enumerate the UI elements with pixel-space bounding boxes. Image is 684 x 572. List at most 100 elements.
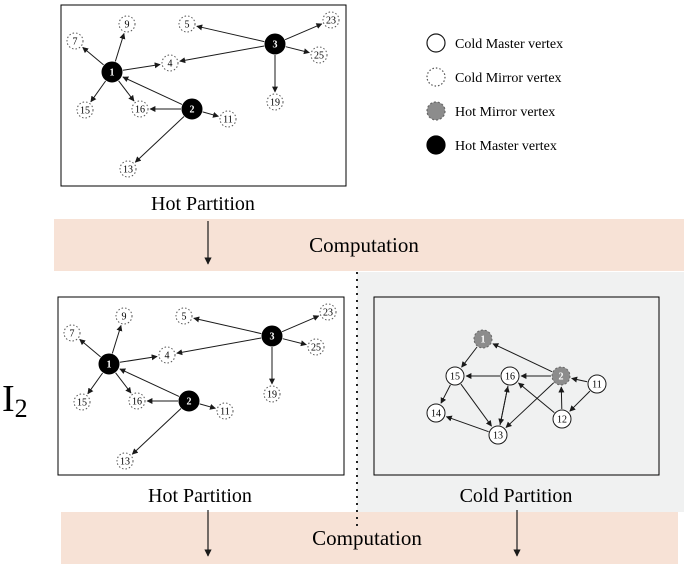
vertex-13: 13 bbox=[116, 452, 134, 470]
edge-3-to-25 bbox=[285, 46, 310, 55]
vertex-label: 2 bbox=[187, 397, 192, 408]
vertex-9: 9 bbox=[118, 15, 136, 33]
vertex-7: 7 bbox=[63, 324, 81, 342]
vertex-label: 25 bbox=[314, 51, 324, 62]
vertex-23: 23 bbox=[322, 11, 340, 29]
hot-mirror-circle bbox=[551, 366, 571, 386]
vertex-14: 14 bbox=[426, 403, 446, 423]
vertex-label: 1 bbox=[110, 68, 115, 79]
cold-mirror-circle bbox=[116, 452, 134, 470]
vertex-16: 16 bbox=[131, 100, 149, 118]
vertex-16: 16 bbox=[128, 392, 146, 410]
vertex-16: 16 bbox=[500, 366, 520, 386]
edge-3-to-5 bbox=[193, 316, 262, 335]
edge-3-to-5 bbox=[196, 24, 265, 43]
edge-1-to-7 bbox=[79, 339, 101, 358]
edge-1-to-15 bbox=[90, 80, 107, 103]
edge-2-to-13 bbox=[134, 116, 185, 163]
vertex-2: 2 bbox=[181, 98, 203, 120]
legend-item-cold-mirror: Cold Mirror vertex bbox=[426, 67, 562, 87]
edge-2-to-1 bbox=[492, 343, 553, 373]
cold-mirror-circle bbox=[266, 93, 284, 111]
edge-1-to-9 bbox=[111, 324, 123, 354]
vertex-label: 2 bbox=[190, 105, 195, 116]
legend-item-hot-master: Hot Master vertex bbox=[426, 135, 557, 155]
vertex-label: 5 bbox=[185, 20, 190, 31]
vertex-label: 14 bbox=[431, 409, 441, 420]
cold-mirror-circle bbox=[322, 11, 340, 29]
iteration-letter: I bbox=[2, 378, 15, 420]
computation-1-label: Computation bbox=[309, 233, 419, 257]
edge-13-to-14 bbox=[445, 415, 489, 433]
cold-mirror-circle bbox=[161, 54, 179, 72]
vertex-1: 1 bbox=[98, 353, 120, 375]
edge-12-to-16 bbox=[518, 382, 555, 413]
vertex-label: 13 bbox=[120, 457, 130, 468]
vertex-25: 25 bbox=[310, 46, 328, 64]
edge-3-to-4 bbox=[176, 337, 262, 356]
cold-mirror-circle bbox=[131, 100, 149, 118]
vertex-4: 4 bbox=[158, 346, 176, 364]
legend-cold-mirror-label: Cold Mirror vertex bbox=[455, 71, 562, 86]
cold-mirror-circle bbox=[63, 324, 81, 342]
edge-group bbox=[440, 343, 591, 433]
cold-mirror-circle bbox=[319, 303, 337, 321]
cold-mirror-circle bbox=[158, 346, 176, 364]
edge-1-to-4 bbox=[119, 354, 158, 363]
vertex-label: 7 bbox=[73, 37, 78, 48]
vertex-12: 12 bbox=[552, 409, 572, 429]
hot-master-circle bbox=[178, 390, 200, 412]
edge-2-to-1 bbox=[122, 76, 183, 105]
hot-master-circle bbox=[181, 98, 203, 120]
vertex-label: 11 bbox=[592, 380, 602, 391]
legend-item-hot-mirror: Hot Mirror vertex bbox=[426, 101, 555, 121]
vertex-label: 13 bbox=[123, 165, 133, 176]
hot-mirror-circle bbox=[473, 329, 493, 349]
vertex-5: 5 bbox=[175, 307, 193, 325]
edge-12-to-2 bbox=[558, 386, 565, 410]
top-hot-partition-caption: Hot Partition bbox=[151, 193, 255, 215]
vertex-label: 4 bbox=[165, 351, 170, 362]
legend-cold-master-label: Cold Master vertex bbox=[455, 37, 563, 52]
vertex-label: 5 bbox=[182, 312, 187, 323]
vertex-label: 3 bbox=[270, 332, 275, 343]
vertex-15: 15 bbox=[445, 366, 465, 386]
vertex-13: 13 bbox=[488, 425, 508, 445]
vertex-15: 15 bbox=[73, 393, 91, 411]
edge-13-to-16 bbox=[499, 386, 510, 426]
vertex-label: 23 bbox=[326, 16, 336, 27]
vertex-label: 16 bbox=[505, 372, 515, 383]
vertex-label: 9 bbox=[125, 20, 130, 31]
vertex-label: 15 bbox=[77, 398, 87, 409]
vertex-label: 3 bbox=[273, 40, 278, 51]
cold-master-circle bbox=[587, 374, 607, 394]
cold-mirror-circle bbox=[76, 101, 94, 119]
vertex-3: 3 bbox=[264, 33, 286, 55]
vertex-label: 13 bbox=[493, 431, 503, 442]
edge-11-to-2 bbox=[571, 376, 588, 383]
vertex-label: 11 bbox=[223, 115, 233, 126]
edge-1-to-15 bbox=[87, 372, 104, 395]
legend-cold-mirror-swatch bbox=[426, 67, 446, 87]
vertex-label: 25 bbox=[311, 343, 321, 354]
vertex-5: 5 bbox=[178, 15, 196, 33]
vertex-label: 2 bbox=[559, 372, 564, 383]
iteration-subscript: 2 bbox=[15, 394, 28, 423]
edge-group bbox=[82, 23, 323, 163]
cold-mirror-circle bbox=[263, 385, 281, 403]
vertex-label: 7 bbox=[70, 329, 75, 340]
hot-master-circle bbox=[101, 61, 123, 83]
edge-15-to-13 bbox=[460, 383, 492, 427]
vertex-25: 25 bbox=[307, 338, 325, 356]
hot-master-circle bbox=[261, 325, 283, 347]
vertex-label: 16 bbox=[132, 397, 142, 408]
computation-2-label: Computation bbox=[312, 526, 422, 550]
cold-mirror-circle bbox=[175, 307, 193, 325]
cold-mirror-circle bbox=[115, 307, 133, 325]
